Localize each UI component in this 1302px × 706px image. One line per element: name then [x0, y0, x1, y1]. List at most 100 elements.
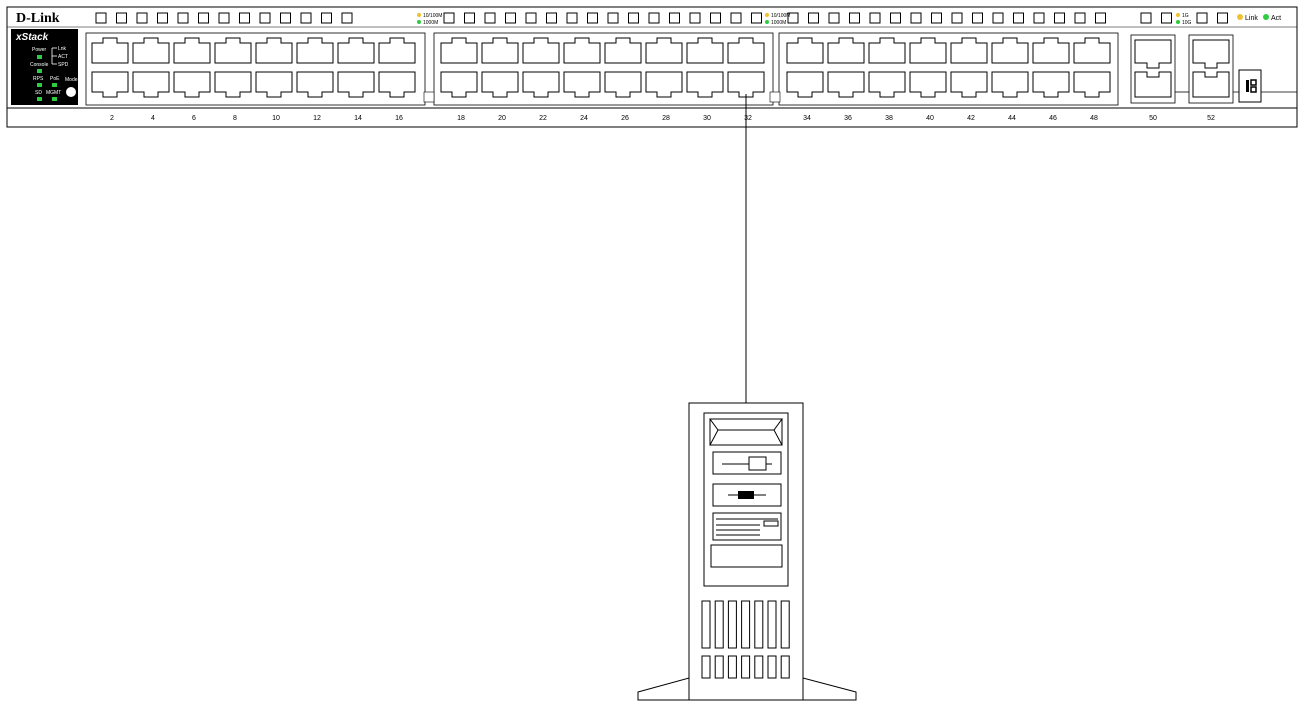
port-label-36: 36	[844, 115, 852, 122]
port-led-6	[198, 12, 209, 24]
sfp-port-49[interactable]	[1134, 39, 1172, 69]
rj45-port-28[interactable]	[645, 71, 683, 98]
port-led-30	[890, 12, 901, 24]
port-led-11	[300, 12, 312, 24]
poe-led	[52, 83, 57, 87]
console-led	[37, 69, 42, 73]
link-act-legend: Link Act	[1237, 14, 1281, 22]
rj45-port-30[interactable]	[686, 71, 724, 98]
port-led-14	[464, 12, 475, 24]
rj45-port-23[interactable]	[563, 37, 601, 64]
rj45-port-14[interactable]	[337, 71, 375, 98]
mgmt-led	[52, 97, 57, 101]
rj45-port-32[interactable]	[727, 71, 765, 98]
rj45-port-6[interactable]	[173, 71, 211, 98]
rj45-port-41[interactable]	[950, 37, 988, 64]
port-led-42	[689, 12, 701, 24]
port-led-37	[1140, 12, 1152, 24]
port-label-32: 32	[744, 115, 752, 122]
legend-fiber-2: 10G	[1182, 20, 1192, 26]
rj45-port-10[interactable]	[255, 71, 293, 98]
sd-led	[37, 97, 42, 101]
port-label-20: 20	[498, 115, 506, 122]
rj45-port-34[interactable]	[786, 71, 824, 98]
rj45-port-21[interactable]	[522, 37, 560, 64]
port-label-6: 6	[192, 115, 196, 122]
rj45-port-17[interactable]	[440, 37, 478, 64]
rj45-port-45[interactable]	[1032, 37, 1070, 64]
rj45-port-38[interactable]	[868, 71, 906, 98]
rj45-port-1[interactable]	[91, 37, 129, 64]
rj45-port-11[interactable]	[296, 37, 334, 64]
rj45-port-27[interactable]	[645, 37, 683, 64]
rj45-port-7[interactable]	[214, 37, 252, 64]
rj45-port-43[interactable]	[991, 37, 1029, 64]
status-panel: xStack Power Console Lnk ACT SPD RPS PoE…	[11, 29, 78, 105]
rj45-port-37[interactable]	[868, 37, 906, 64]
port-led-31	[910, 12, 922, 24]
rj45-port-39[interactable]	[909, 37, 947, 64]
rj45-port-29[interactable]	[686, 37, 724, 64]
rj45-port-33[interactable]	[786, 37, 824, 64]
port-led-32	[931, 12, 942, 24]
sfp-port-52[interactable]	[1192, 71, 1230, 98]
drive-bay-2	[712, 451, 782, 475]
rj45-port-35[interactable]	[827, 37, 865, 64]
port-label-52: 52	[1207, 115, 1215, 122]
led-label-rps: RPS	[33, 76, 44, 82]
rj45-port-3[interactable]	[132, 37, 170, 64]
speed-legend-copper-1: 10/100M 1000M	[417, 13, 442, 26]
rj45-port-31[interactable]	[727, 37, 765, 64]
rj45-port-42[interactable]	[950, 71, 988, 98]
rj45-port-44[interactable]	[991, 71, 1029, 98]
port-led-4	[157, 12, 168, 24]
port-label-12: 12	[313, 115, 321, 122]
port-led-18	[546, 12, 557, 24]
led-label-spd: SPD	[58, 62, 69, 68]
rj45-port-2[interactable]	[91, 71, 129, 98]
port-led-45	[751, 12, 762, 24]
led-label-poe: PoE	[50, 76, 60, 82]
rj45-port-25[interactable]	[604, 37, 642, 64]
port-led-7	[218, 12, 230, 24]
port-led-27	[828, 12, 840, 24]
rj45-port-48[interactable]	[1073, 71, 1111, 98]
port-led-46	[1033, 12, 1045, 24]
rj45-port-22[interactable]	[522, 71, 560, 98]
port-led-17	[525, 12, 537, 24]
rj45-port-36[interactable]	[827, 71, 865, 98]
rj45-port-18[interactable]	[440, 71, 478, 98]
port-led-35	[992, 12, 1004, 24]
rj45-port-46[interactable]	[1032, 71, 1070, 98]
port-label-18: 18	[457, 115, 465, 122]
legend-speed-2b: 1000M	[771, 20, 786, 26]
rj45-ports	[91, 37, 1111, 98]
rj45-port-40[interactable]	[909, 71, 947, 98]
rj45-port-5[interactable]	[173, 37, 211, 64]
rj45-port-15[interactable]	[378, 37, 416, 64]
rj45-port-19[interactable]	[481, 37, 519, 64]
rj45-port-13[interactable]	[337, 37, 375, 64]
legend-link: Link	[1245, 15, 1258, 22]
port-led-15	[484, 12, 496, 24]
mode-button[interactable]	[66, 87, 76, 97]
port-label-40: 40	[926, 115, 934, 122]
port-led-49	[1095, 12, 1106, 24]
rj45-port-24[interactable]	[563, 71, 601, 98]
rj45-port-47[interactable]	[1073, 37, 1111, 64]
rj45-port-12[interactable]	[296, 71, 334, 98]
rj45-port-20[interactable]	[481, 71, 519, 98]
rj45-port-26[interactable]	[604, 71, 642, 98]
rj45-port-8[interactable]	[214, 71, 252, 98]
sfp-port-50[interactable]	[1134, 71, 1172, 98]
led-label-sd: SD	[35, 90, 42, 96]
port-led-33	[951, 12, 963, 24]
sfp-port-51[interactable]	[1192, 39, 1230, 69]
port-led-16	[505, 12, 516, 24]
rj45-port-9[interactable]	[255, 37, 293, 64]
port-led-28	[849, 12, 860, 24]
rj45-port-16[interactable]	[378, 71, 416, 98]
rj45-port-4[interactable]	[132, 71, 170, 98]
